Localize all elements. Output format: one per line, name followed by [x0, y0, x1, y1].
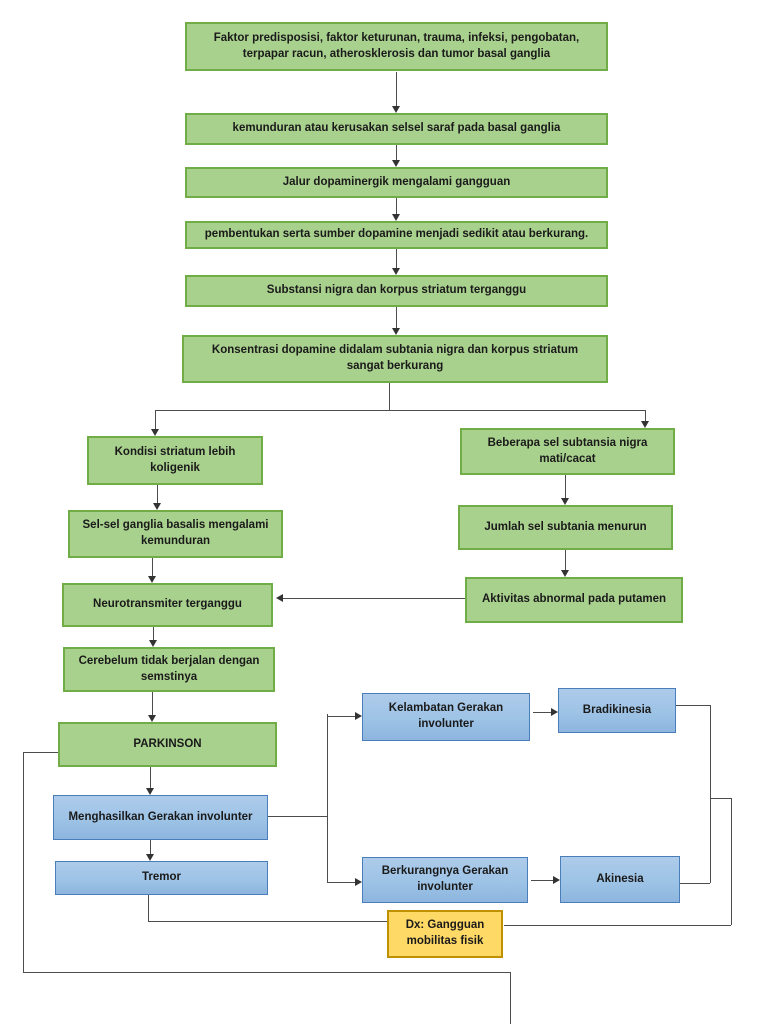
connector-menghasilkan-tremor	[150, 840, 151, 854]
arrowhead-down-icon	[149, 640, 157, 647]
connector-branch-kelambatan	[327, 716, 355, 717]
node-neurotransmiter: Neurotransmiter terganggu	[62, 583, 273, 627]
connector-kelambatan-bradikinesia	[533, 712, 552, 713]
arrowhead-down-icon	[641, 421, 649, 428]
connector-tremor-down	[148, 895, 149, 921]
arrowhead-down-icon	[392, 268, 400, 275]
connector-akinesia-out	[680, 883, 710, 884]
arrowhead-right-icon	[551, 708, 558, 716]
connector-left-vertical	[23, 752, 24, 972]
node-dx-gangguan-mobilitas: Dx: Gangguan mobilitas fisik	[387, 910, 503, 958]
connector-berkurangnya-akinesia	[531, 880, 553, 881]
node-akinesia: Akinesia	[560, 856, 680, 903]
connector-parkinson-menghasilkan	[150, 767, 151, 788]
connector-aktivitas-neurotransmiter	[283, 598, 465, 599]
connector-right-jog	[710, 798, 731, 799]
node-kondisi-striatum: Kondisi striatum lebih koligenik	[87, 436, 263, 485]
node-faktor-predisposisi: Faktor predisposisi, faktor keturunan, t…	[185, 22, 608, 71]
connector-branch-berkurangnya	[327, 882, 355, 883]
arrowhead-down-icon	[392, 328, 400, 335]
connector-bradikinesia-out	[676, 705, 710, 706]
connector-branch-vertical	[327, 714, 328, 882]
arrowhead-right-icon	[355, 712, 362, 720]
arrowhead-down-icon	[561, 498, 569, 505]
arrowhead-down-icon	[153, 503, 161, 510]
arrowhead-down-icon	[151, 429, 159, 436]
arrowhead-down-icon	[148, 576, 156, 583]
connector-kemunduran-jalur	[396, 145, 397, 161]
node-konsentrasi-dopamine: Konsentrasi dopamine didalam subtania ni…	[182, 335, 608, 383]
connector-right-to-dx	[504, 925, 731, 926]
node-selsel-ganglia-basalis: Sel-sel ganglia basalis mengalami kemund…	[68, 510, 283, 558]
connector-neurotransmiter-cerebelum	[153, 627, 154, 640]
node-berkurangnya-gerakan: Berkurangnya Gerakan involunter	[362, 857, 528, 903]
node-beberapa-sel-subtansia: Beberapa sel subtansia nigra mati/cacat	[460, 428, 675, 475]
arrowhead-down-icon	[148, 715, 156, 722]
arrowhead-right-icon	[553, 876, 560, 884]
connector-far-right-vertical	[731, 798, 732, 925]
node-jumlah-sel-subtania: Jumlah sel subtania menurun	[458, 505, 673, 550]
node-kemunduran-sel-saraf: kemunduran atau kerusakan selsel saraf p…	[185, 113, 608, 145]
arrowhead-down-icon	[392, 106, 400, 113]
node-tremor: Tremor	[55, 861, 268, 895]
connector-parkinson-left	[23, 752, 58, 753]
arrowhead-down-icon	[561, 570, 569, 577]
node-bradikinesia: Bradikinesia	[558, 688, 676, 733]
arrowhead-left-icon	[276, 594, 283, 602]
connector-beberapa-jumlah	[565, 475, 566, 498]
connector-split-stem	[389, 383, 390, 410]
connector-menghasilkan-branch	[268, 816, 327, 817]
node-aktivitas-abnormal: Aktivitas abnormal pada putamen	[465, 577, 683, 623]
connector-split-right	[645, 410, 646, 422]
node-jalur-dopaminergik: Jalur dopaminergik mengalami gangguan	[185, 167, 608, 198]
node-cerebelum: Cerebelum tidak berjalan dengan semstiny…	[63, 647, 275, 692]
connector-tremor-to-dx	[148, 921, 387, 922]
node-parkinson: PARKINSON	[58, 722, 277, 767]
connector-kondisi-selsel	[157, 485, 158, 503]
connector-substansi-konsentrasi	[396, 307, 397, 329]
connector-split-bar	[155, 410, 645, 411]
connector-cerebelum-parkinson	[152, 692, 153, 715]
connector-jumlah-aktivitas	[565, 550, 566, 570]
arrowhead-down-icon	[146, 788, 154, 795]
node-pembentukan-dopamine: pembentukan serta sumber dopamine menjad…	[185, 221, 608, 249]
connector-bottom-horizontal	[23, 972, 510, 973]
arrowhead-down-icon	[392, 214, 400, 221]
node-substansi-nigra: Substansi nigra dan korpus striatum terg…	[185, 275, 608, 307]
connector-faktor-kemunduran	[396, 72, 397, 106]
connector-bottom-exit	[510, 972, 511, 1024]
arrowhead-down-icon	[392, 160, 400, 167]
arrowhead-down-icon	[146, 854, 154, 861]
connector-selsel-neurotransmiter	[152, 558, 153, 576]
connector-pembentukan-substansi	[396, 249, 397, 269]
connector-jalur-pembentukan	[396, 198, 397, 215]
node-kelambatan-gerakan: Kelambatan Gerakan involunter	[362, 693, 530, 741]
connector-right-vertical	[710, 705, 711, 883]
arrowhead-right-icon	[355, 878, 362, 886]
connector-split-left	[155, 410, 156, 429]
node-menghasilkan-gerakan: Menghasilkan Gerakan involunter	[53, 795, 268, 840]
